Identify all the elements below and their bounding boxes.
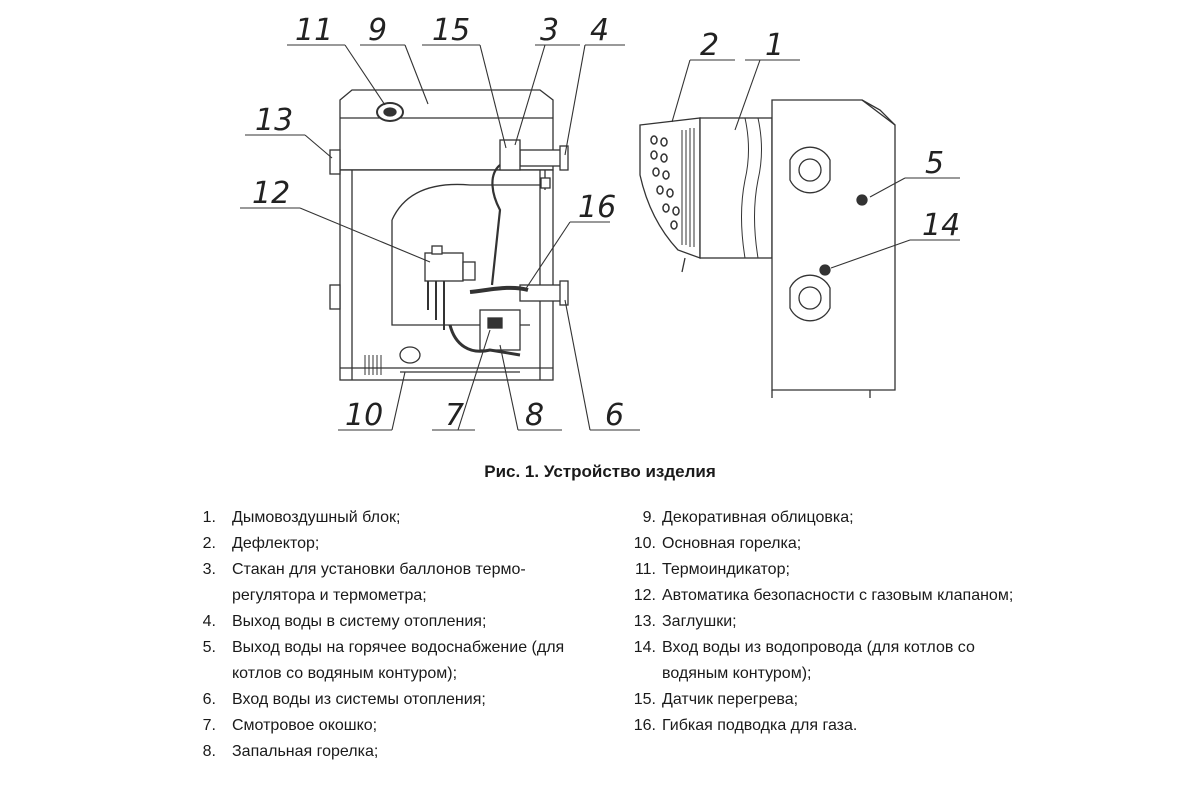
legend-item: 10. Основная горелка; (622, 531, 1022, 557)
callout-13: 13 (255, 103, 293, 138)
callout-7: 7 (445, 398, 464, 433)
legend-number: 16. (633, 717, 656, 734)
legend-number: 3. (202, 561, 216, 578)
callout-16: 16 (578, 190, 616, 225)
legend-text: Дымовоздушный блок; (232, 509, 401, 526)
legend-text: Стакан для установки баллонов термо-регу… (232, 561, 526, 604)
legend-text: Запальная горелка; (232, 743, 379, 760)
boiler-front-view (329, 89, 569, 381)
leader-lines (240, 44, 960, 431)
legend-item: 4. Выход воды в систему отопления; (196, 609, 596, 635)
legend-number: 15. (633, 691, 656, 708)
callout-4: 4 (590, 13, 609, 48)
boiler-side-view (639, 99, 896, 398)
callout-15: 15 (432, 13, 470, 48)
callout-2: 2 (700, 28, 719, 63)
legend-text: Выход воды на горячее водоснабжение (для… (232, 639, 565, 682)
legend-text: Датчик перегрева; (662, 691, 799, 708)
legend-number: 8. (202, 743, 216, 760)
legend-item: 13. Заглушки; (622, 609, 1022, 635)
legend-number: 2. (202, 535, 216, 552)
legend-number: 9. (642, 509, 656, 526)
legend-left-list: 1. Дымовоздушный блок; 2. Дефлектор; 3. Ста… (196, 505, 596, 765)
callout-1: 1 (765, 28, 784, 63)
legend-item: 7. Смотровое окошко; (196, 713, 596, 739)
legend-item: 11. Термоиндикатор; (622, 557, 1022, 583)
legend-number: 11. (634, 561, 656, 578)
legend-number: 6. (202, 691, 216, 708)
callout-5: 5 (925, 146, 944, 181)
legend-item: 5. Выход воды на горячее водоснабжение (д… (196, 635, 596, 687)
legend-number: 13. (633, 613, 656, 630)
legend-number: 5. (202, 639, 216, 656)
legend-item: 15. Датчик перегрева; (622, 687, 1022, 713)
legend-item: 8. Запальная горелка; (196, 739, 596, 765)
legend-number: 4. (202, 613, 216, 630)
legend-text: Термоиндикатор; (662, 561, 790, 578)
legend-item: 2. Дефлектор; (196, 531, 596, 557)
legend-item: 3. Стакан для установки баллонов термо-ре… (196, 557, 596, 609)
legend-text: Смотровое окошко; (232, 717, 378, 734)
callout-10: 10 (345, 398, 383, 433)
legend-item: 12. Автоматика безопасности с газовым кла… (622, 583, 1022, 609)
legend-item: 1. Дымовоздушный блок; (196, 505, 596, 531)
legend-number: 7. (202, 717, 216, 734)
legend-text: Гибкая подводка для газа. (662, 717, 858, 734)
legend-number: 1. (202, 509, 216, 526)
legend-number: 14. (633, 639, 656, 656)
callout-14: 14 (922, 208, 960, 243)
legend-item: 16. Гибкая подводка для газа. (622, 713, 1022, 739)
legend-text: Вход воды из водопровода (для котлов со … (662, 639, 975, 682)
legend-item: 14. Вход воды из водопровода (для котлов … (622, 635, 1022, 687)
callout-labels: 11 9 15 3 4 13 12 16 10 7 8 6 2 1 5 14 (252, 13, 960, 433)
legend-number: 10. (633, 535, 656, 552)
callout-9: 9 (368, 13, 387, 48)
callout-3: 3 (540, 13, 559, 48)
legend-text: Заглушки; (662, 613, 737, 630)
legend-item: 9. Декоративная облицовка; (622, 505, 1022, 531)
callout-8: 8 (525, 398, 544, 433)
legend-item: 6. Вход воды из системы отопления; (196, 687, 596, 713)
legend-text: Дефлектор; (232, 535, 320, 552)
legend-text: Вход воды из системы отопления; (232, 691, 486, 708)
legend-text: Автоматика безопасности с газовым клапан… (662, 587, 1014, 604)
legend-right-list: 9. Декоративная облицовка; 10. Основная го… (622, 505, 1022, 739)
boiler-diagram: 11 9 15 3 4 13 12 16 10 7 8 6 2 1 5 14 (240, 13, 960, 433)
legend-text: Декоративная облицовка; (662, 509, 854, 526)
figure-caption: Рис. 1. Устройство изделия (484, 462, 716, 481)
legend-number: 12. (633, 587, 656, 604)
legend-text: Основная горелка; (662, 535, 802, 552)
callout-11: 11 (295, 13, 333, 48)
callout-6: 6 (605, 398, 624, 433)
legend-text: Выход воды в систему отопления; (232, 613, 487, 630)
callout-12: 12 (252, 176, 290, 211)
